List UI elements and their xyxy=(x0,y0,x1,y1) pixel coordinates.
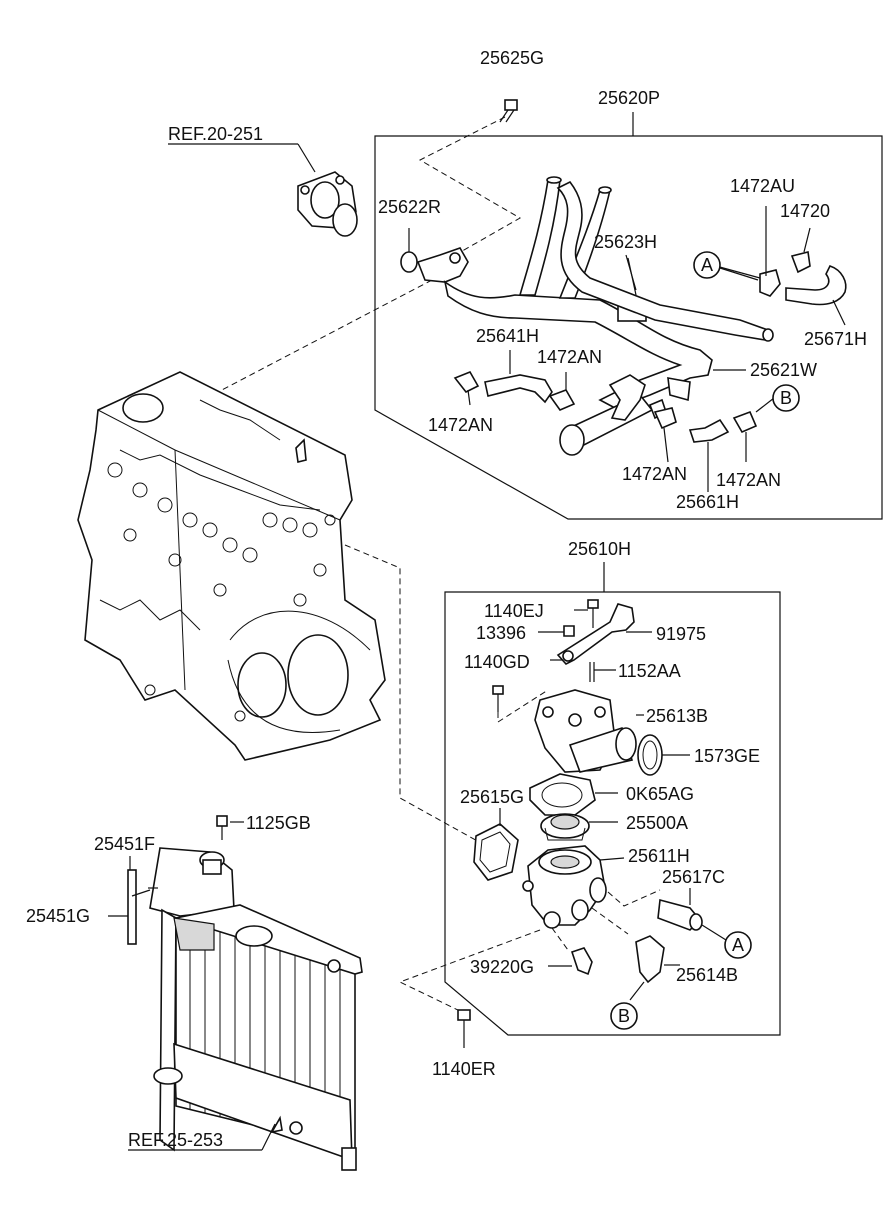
label-25614b: 25614B xyxy=(676,965,738,985)
bolt-1125gb xyxy=(216,815,244,840)
svg-text:B: B xyxy=(780,388,792,408)
label-1472an-a: 1472AN xyxy=(537,347,602,367)
label-25610h: 25610H xyxy=(568,539,631,559)
label-1472an-d: 1472AN xyxy=(716,470,781,490)
label-25621w: 25621W xyxy=(750,360,817,380)
bolt-leader-line xyxy=(418,116,522,259)
label-14720: 14720 xyxy=(780,201,830,221)
label-25613b: 25613B xyxy=(646,706,708,726)
label-1140er: 1140ER xyxy=(432,1059,496,1079)
upper-group-box xyxy=(374,112,883,520)
label-25671h: 25671H xyxy=(804,329,867,349)
label-1140ej: 1140EJ xyxy=(484,601,544,621)
water-pipe-25621w xyxy=(416,176,713,409)
part-labels: 25625G 25620P REF.20-251 25622R 1472AU 1… xyxy=(26,48,867,1150)
engine-block xyxy=(77,371,386,761)
bolt-1140er xyxy=(398,929,541,1048)
label-25451f: 25451F xyxy=(94,834,155,854)
label-25625g: 25625G xyxy=(480,48,544,68)
bolt-1140gd xyxy=(492,685,549,723)
label-1140gd: 1140GD xyxy=(464,652,530,672)
hose-25641h-assembly xyxy=(453,350,576,411)
radiator-assembly xyxy=(108,847,363,1171)
label-25622r: 25622R xyxy=(378,197,441,217)
label-1472au: 1472AU xyxy=(730,176,795,196)
o-ring-1573ge xyxy=(637,734,690,776)
label-25500a: 25500A xyxy=(626,813,688,833)
upper-leader-lines xyxy=(627,257,761,371)
label-1573ge: 1573GE xyxy=(694,746,760,766)
thermostat-housing-25613b xyxy=(534,689,644,773)
gasket-0k65ag xyxy=(529,773,618,816)
marker-a-bottom: A xyxy=(724,931,752,959)
gasket-25615g xyxy=(473,808,519,881)
label-13396: 13396 xyxy=(476,623,526,643)
label-0k65ag: 0K65AG xyxy=(626,784,694,804)
marker-a-top: A xyxy=(693,251,759,281)
ref-25-253-leader xyxy=(128,1115,283,1151)
hose-25671h-assembly xyxy=(759,206,847,326)
water-outlet-housing xyxy=(168,143,358,237)
marker-b-top: B xyxy=(772,384,800,412)
outlet-pipe-assembly xyxy=(559,374,691,463)
sensor-39220g xyxy=(548,927,593,976)
label-25641h: 25641H xyxy=(476,326,539,346)
label-25661h: 25661H xyxy=(676,492,739,512)
label-ref-25-253: REF.25-253 xyxy=(128,1130,223,1150)
hose-25661h-assembly xyxy=(688,397,775,492)
thermostat-25500a xyxy=(540,813,618,841)
bolt-25625g xyxy=(499,99,518,123)
water-inlet-25611h xyxy=(522,845,625,929)
hose-25623h xyxy=(556,180,774,342)
lower-group-box xyxy=(444,562,781,1036)
label-25620p: 25620P xyxy=(598,88,660,108)
label-1152aa: 1152AA xyxy=(618,661,681,681)
svg-text:A: A xyxy=(732,935,744,955)
hose-25614b xyxy=(591,907,680,1001)
label-91975: 91975 xyxy=(656,624,706,644)
label-ref-20-251: REF.20-251 xyxy=(168,124,263,144)
label-25611h: 25611H xyxy=(628,846,690,866)
gasket-25622r xyxy=(400,228,418,273)
label-39220g: 39220G xyxy=(470,957,534,977)
bracket-91975-assembly xyxy=(538,599,652,682)
label-25451g: 25451G xyxy=(26,906,90,926)
label-1472an-c: 1472AN xyxy=(622,464,687,484)
marker-b-bottom: B xyxy=(610,1002,638,1030)
svg-text:B: B xyxy=(618,1006,630,1026)
label-1472an-b: 1472AN xyxy=(428,415,493,435)
label-25615g: 25615G xyxy=(460,787,524,807)
engine-leader-line xyxy=(217,279,433,393)
label-25617c: 25617C xyxy=(662,867,725,887)
svg-text:A: A xyxy=(701,255,713,275)
hose-25617c xyxy=(607,888,727,941)
label-25623h: 25623H xyxy=(594,232,657,252)
label-1125gb: 1125GB xyxy=(246,813,311,833)
